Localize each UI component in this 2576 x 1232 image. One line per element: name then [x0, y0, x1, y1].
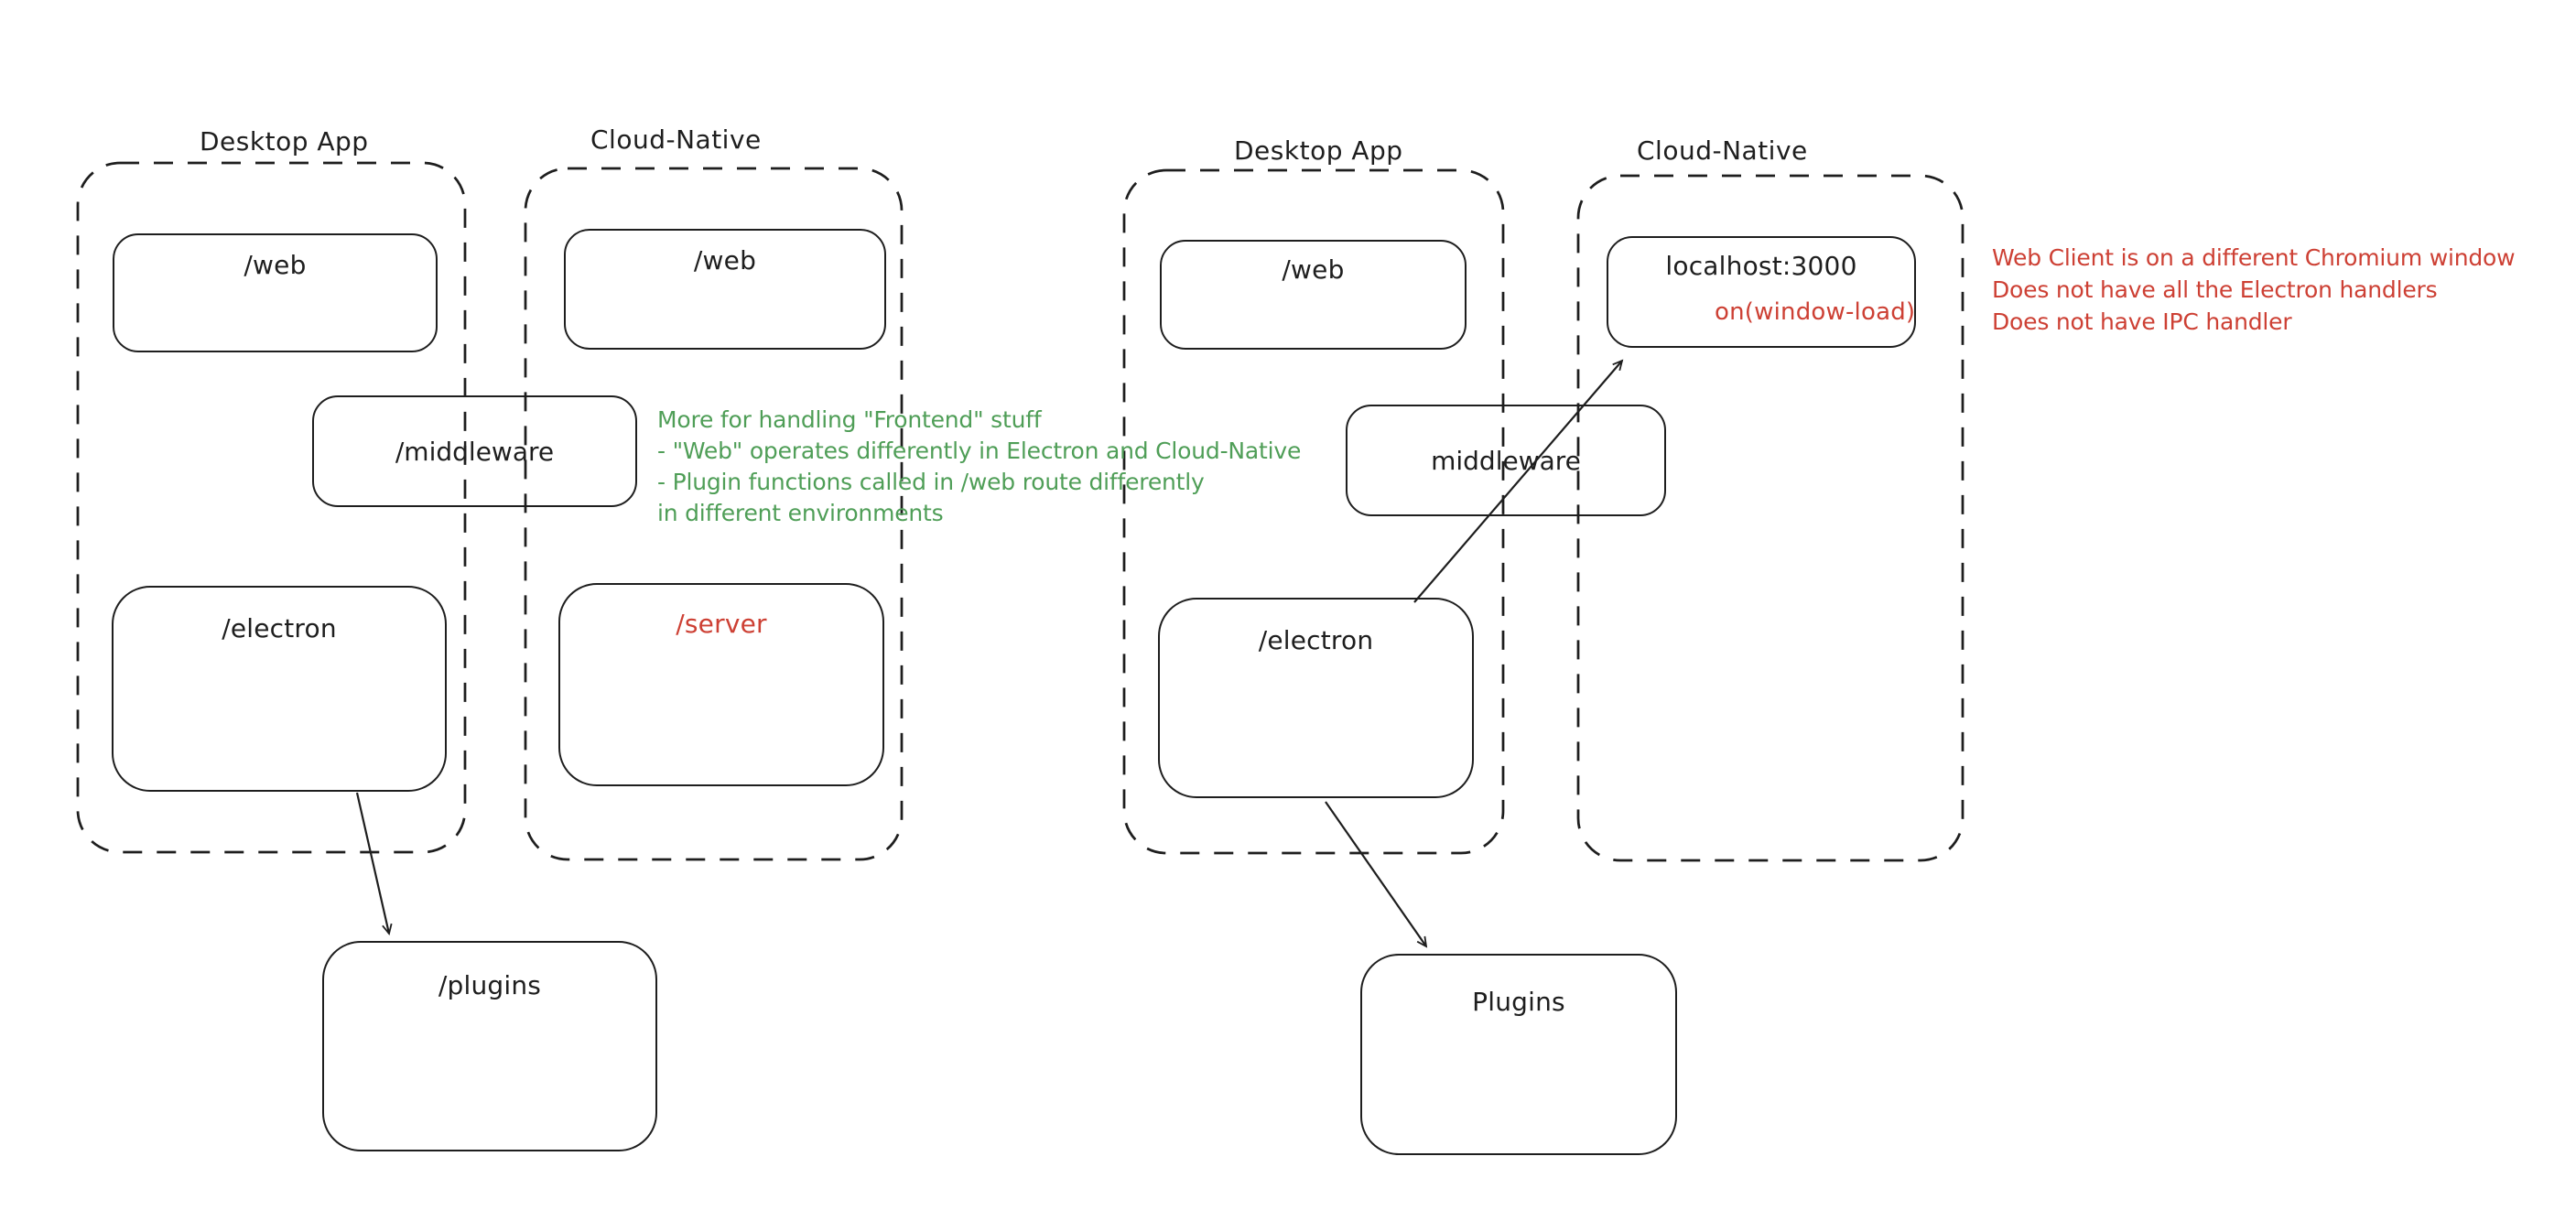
left-cloud-web-box: /web [564, 229, 886, 350]
left-middleware-box: /middleware [312, 395, 637, 507]
left-plugins-label: /plugins [438, 970, 542, 1000]
left-cloud-web-label: /web [693, 245, 757, 276]
left-electron-label: /electron [222, 613, 337, 643]
left-web-box: /web [113, 233, 438, 352]
green-annotation-line: More for handling "Frontend" stuff [657, 406, 1042, 433]
right-middleware-label: middleware [1431, 445, 1581, 476]
arrow-left-electron-to-plugins [355, 792, 393, 935]
right-cloud-native-title: Cloud-Native [1637, 135, 1808, 166]
green-annotation: More for handling "Frontend" stuff - "We… [657, 405, 1301, 529]
localhost-label: localhost:3000 [1665, 251, 1857, 281]
right-electron-box: /electron [1158, 598, 1474, 798]
green-annotation-line: in different environments [657, 500, 944, 526]
left-middleware-label: /middleware [395, 436, 555, 467]
left-server-label: /server [676, 609, 767, 639]
right-desktop-app-title: Desktop App [1234, 135, 1403, 166]
left-plugins-box: /plugins [322, 941, 657, 1151]
red-annotation-line: Does not have all the Electron handlers [1992, 276, 2438, 303]
window-load-handler-label: on(window-load) [1715, 298, 1916, 326]
arrow-right-electron-to-plugins [1325, 801, 1428, 948]
right-middleware-box: middleware [1346, 405, 1666, 516]
left-cloud-native-title: Cloud-Native [590, 124, 762, 155]
right-plugins-label: Plugins [1472, 987, 1565, 1017]
red-annotation: Web Client is on a different Chromium wi… [1992, 242, 2516, 338]
green-annotation-line: - "Web" operates differently in Electron… [657, 438, 1302, 464]
red-annotation-line: Web Client is on a different Chromium wi… [1992, 244, 2516, 271]
right-plugins-box: Plugins [1360, 954, 1677, 1155]
localhost-box: localhost:3000 on(window-load) [1607, 236, 1916, 348]
left-server-box: /server [558, 583, 884, 786]
left-desktop-app-title: Desktop App [200, 126, 369, 157]
green-annotation-line: - Plugin functions called in /web route … [657, 469, 1205, 495]
left-electron-box: /electron [112, 586, 447, 792]
red-annotation-line: Does not have IPC handler [1992, 308, 2292, 335]
right-web-box: /web [1160, 240, 1467, 350]
right-electron-label: /electron [1258, 625, 1374, 655]
right-web-label: /web [1282, 254, 1345, 285]
left-web-label: /web [244, 250, 307, 280]
